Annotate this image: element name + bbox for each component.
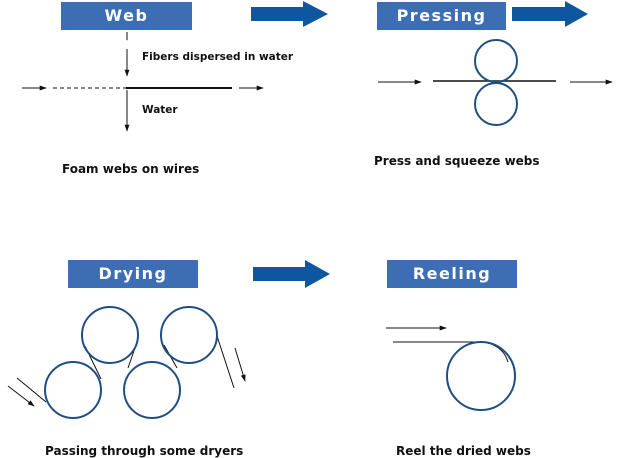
input-arrow [7, 385, 35, 407]
flow-arrow-icon [253, 260, 330, 288]
water-note: Water [142, 104, 178, 116]
flow-arrow-icon [251, 1, 328, 27]
circle-roller-icon [123, 361, 181, 419]
circle-roller-icon [81, 306, 139, 364]
web-foaming-graphic [22, 32, 264, 132]
circle-roller-icon [474, 82, 518, 126]
circle-roller-icon [474, 39, 518, 83]
output-arrow [234, 347, 246, 382]
caption-drying: Passing through some dryers [45, 444, 244, 458]
caption-reeling: Reel the dried webs [396, 444, 531, 458]
web-path [216, 335, 235, 389]
caption-pressing-part: Press and squeeze webs [374, 154, 540, 168]
pressing-part-graphic [378, 39, 613, 126]
step-label-web-foaming: Web Foaming [61, 2, 192, 53]
fibers-note: Fibers dispersed in water [142, 51, 294, 63]
web-path [16, 377, 47, 403]
drying-graphic [7, 306, 246, 419]
reeling-graphic [386, 325, 516, 411]
circle-roller-icon [44, 361, 102, 419]
circle-roller-icon [160, 306, 218, 364]
step-label-pressing-part: Pressing Part [377, 2, 506, 53]
step-label-reeling: Reeling [387, 260, 517, 288]
circle-roller-icon [446, 341, 516, 411]
flow-arrow-icon [512, 1, 588, 27]
caption-web-foaming: Foam webs on wires [62, 162, 200, 176]
step-label-drying: Drying [68, 260, 198, 288]
